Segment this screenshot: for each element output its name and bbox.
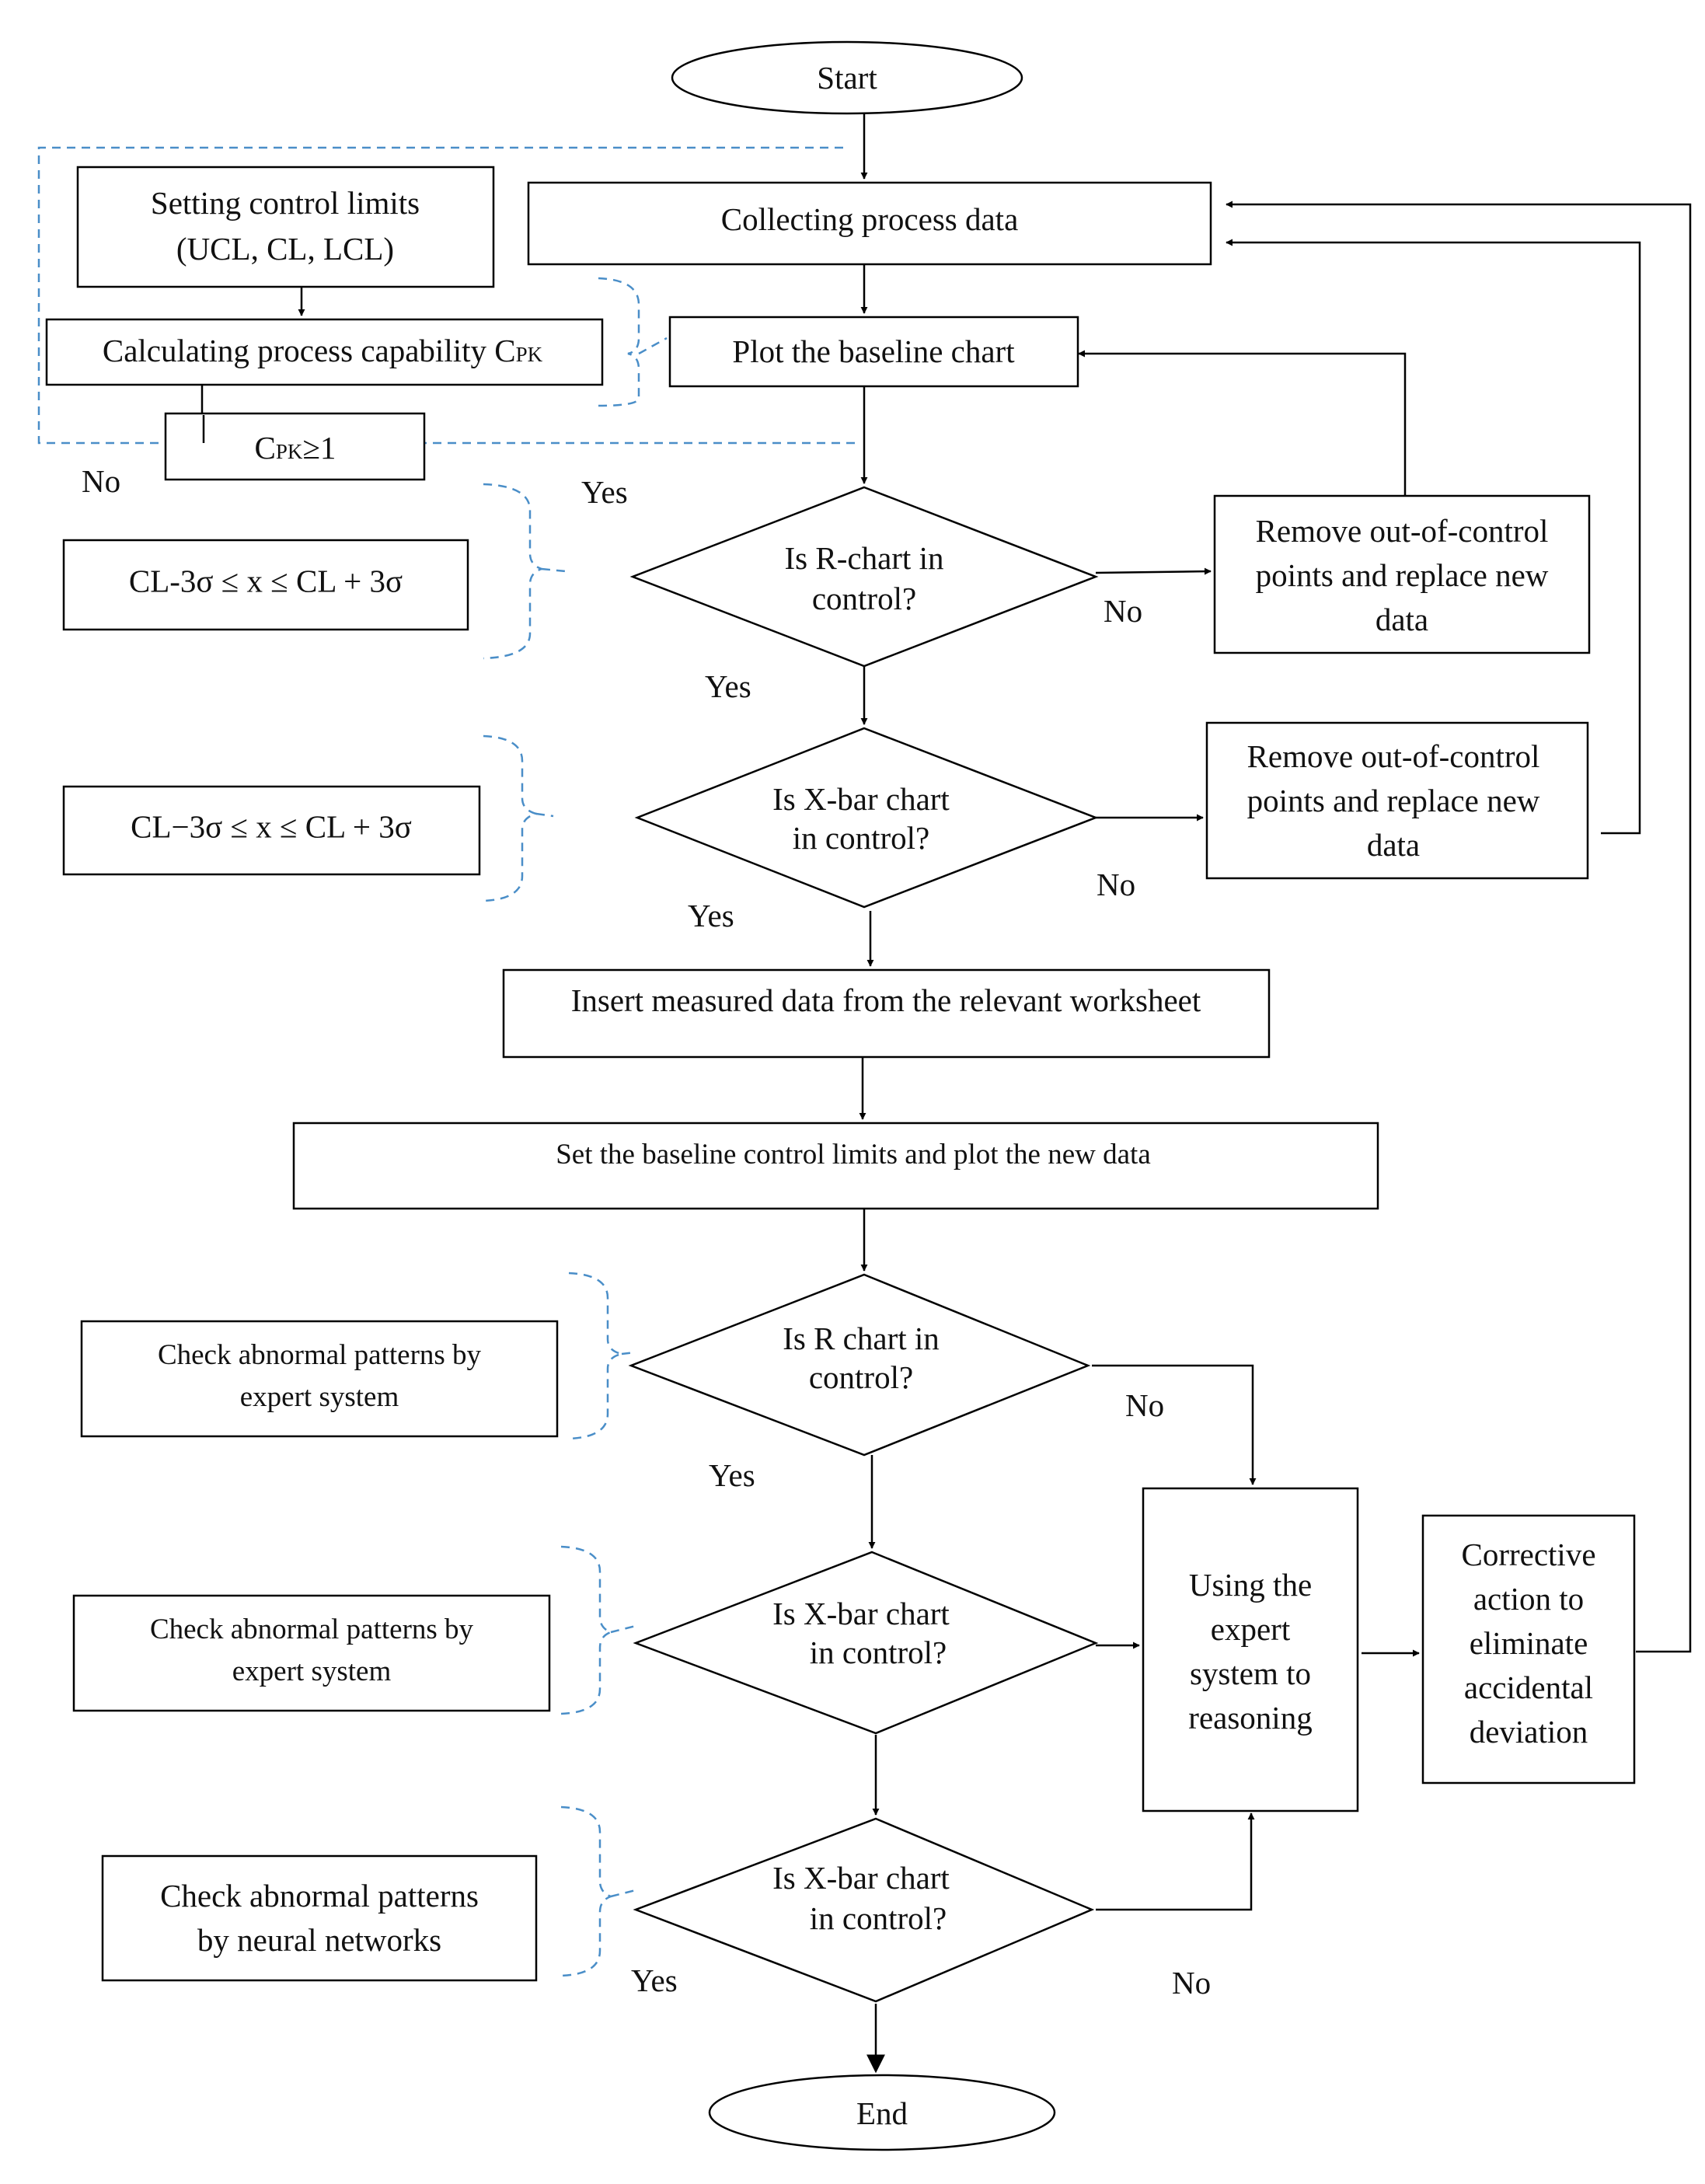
arrow-r1-no [1095,567,1212,575]
svg-text:points and replace new: points and replace new [1256,557,1549,593]
bracket-neural-tie [610,1889,636,1898]
end-terminal: End [708,2074,1056,2151]
expert-system-reasoning-box: Using the expert system to reasoning [1142,1487,1359,1812]
bracket-expert2 [560,1545,614,1715]
svg-text:Is R chart in: Is R chart in [783,1321,940,1356]
svg-text:CL-3σ ≤ x ≤ CL + 3σ: CL-3σ ≤ x ≤ CL + 3σ [129,563,403,598]
svg-text:CPK≥1: CPK≥1 [255,430,336,466]
svg-text:by neural networks: by neural networks [197,1922,441,1958]
start-terminal: Start [671,40,1023,115]
label-x1-yes: Yes [688,898,734,933]
bracket-expert2-tie [610,1624,636,1634]
svg-text:deviation: deviation [1470,1714,1588,1750]
svg-text:Setting control limits: Setting control limits [151,185,420,221]
svg-text:expert system: expert system [232,1655,392,1687]
neural-check-note: Check abnormal patterns by neural networ… [101,1854,538,1982]
svg-text:Check abnormal patterns: Check abnormal patterns [160,1878,479,1914]
decision-xbar-chart-1: Is X-bar chart in control? [634,727,1099,909]
svg-text:action to: action to [1473,1581,1584,1617]
svg-text:Remove out-of-control: Remove out-of-control [1256,513,1549,549]
svg-text:Check abnormal patterns by: Check abnormal patterns by [150,1614,474,1645]
svg-text:Insert measured data from the: Insert measured data from the relevant w… [571,982,1201,1018]
capability-dashed-region [37,146,855,445]
control-limit-note-1: CL-3σ ≤ x ≤ CL + 3σ [62,539,469,631]
arrow-r2-no [1092,1364,1257,1485]
svg-text:Is X-bar chart: Is X-bar chart [772,781,950,817]
svg-text:Corrective: Corrective [1461,1537,1595,1572]
expert-check-note-2: Check abnormal patterns by expert system [72,1594,551,1712]
expert-check-note-1: Check abnormal patterns by expert system [80,1320,559,1438]
svg-text:expert: expert [1211,1611,1291,1647]
svg-text:Set the baseline control limit: Set the baseline control limits and plot… [556,1139,1151,1170]
bracket-limit1 [483,483,545,660]
insert-measured-data-box: Insert measured data from the relevant w… [502,968,1271,1059]
svg-text:Plot the baseline chart: Plot the baseline chart [732,333,1015,369]
label-r1-yes: Yes [705,668,751,704]
remove-points-box-1: Remove out-of-control points and replace… [1213,494,1591,654]
svg-text:Collecting process data: Collecting process data [721,201,1019,237]
svg-text:Remove out-of-control: Remove out-of-control [1247,738,1540,774]
bracket-expert1-tie [621,1351,636,1355]
label-r2-no: No [1125,1387,1164,1423]
svg-text:End: End [856,2095,908,2131]
svg-text:Start: Start [817,60,877,96]
decision-xbar-chart-2: Is X-bar chart in control? [633,1551,1099,1735]
label-r2-yes: Yes [709,1457,755,1493]
svg-text:data: data [1367,827,1420,863]
bracket-limit2-tie [535,812,554,818]
remove-points-box-2: Remove out-of-control points and replace… [1205,721,1589,880]
svg-text:Check abnormal patterns by: Check abnormal patterns by [158,1339,482,1371]
decision-r-chart-1: Is R-chart in control? [629,486,1099,668]
svg-text:system to: system to [1190,1655,1311,1691]
svg-text:in control?: in control? [810,1900,947,1936]
svg-text:expert system: expert system [240,1381,399,1413]
arrow-remove2-to-collect [1226,239,1641,835]
bracket-expert1 [568,1272,622,1440]
bracket-neural [560,1805,614,1977]
svg-text:Is X-bar chart: Is X-bar chart [772,1596,950,1631]
svg-text:Calculating process capability: Calculating process capability CPK [103,333,543,368]
svg-text:data: data [1376,602,1428,637]
label-cpk-no: No [82,463,120,499]
svg-text:control?: control? [812,581,916,616]
label-x1-no: No [1097,867,1135,902]
set-baseline-limits-box: Set the baseline control limits and plot… [292,1122,1379,1210]
calculating-cpk-box: Calculating process capability CPK [45,318,604,386]
svg-text:Is R-chart in: Is R-chart in [785,540,944,576]
svg-text:accidental: accidental [1464,1669,1593,1705]
bracket-limit2 [483,734,540,902]
svg-text:control?: control? [809,1359,913,1395]
cpk-check-box: CPK≥1 [164,412,426,481]
bracket-cpk-tie [638,337,668,355]
setting-control-limits-box: Setting control limits (UCL, CL, LCL) [76,166,495,288]
svg-text:CL−3σ ≤ x ≤ CL + 3σ: CL−3σ ≤ x ≤ CL + 3σ [131,808,412,844]
arrow-remove1-to-plot [1078,350,1407,496]
arrow-corrective-to-collect [1226,201,1692,1653]
svg-text:reasoning: reasoning [1188,1700,1312,1736]
svg-text:points and replace new: points and replace new [1247,783,1540,818]
arrow-x3-no [1096,1812,1255,1911]
decision-r-chart-2: Is R chart in control? [628,1273,1091,1457]
bracket-limit1-tie [541,567,567,573]
svg-text:eliminate: eliminate [1470,1625,1588,1661]
plot-baseline-chart-box: Plot the baseline chart [668,316,1079,388]
svg-text:Is X-bar chart: Is X-bar chart [772,1860,950,1896]
svg-text:(UCL, CL, LCL): (UCL, CL, LCL) [176,231,394,267]
svg-text:in control?: in control? [810,1635,947,1670]
svg-text:Using the: Using the [1189,1567,1312,1603]
bracket-cpk [598,277,640,407]
label-r1-no: No [1104,593,1142,629]
label-x3-no: No [1172,1965,1211,2001]
svg-text:in control?: in control? [793,820,929,856]
decision-xbar-chart-3: Is X-bar chart in control? [633,1817,1095,2003]
corrective-action-box: Corrective action to eliminate accidenta… [1421,1514,1636,1785]
control-limit-note-2: CL−3σ ≤ x ≤ CL + 3σ [62,785,481,876]
label-cpk-yes: Yes [581,474,628,510]
label-x3-yes: Yes [631,1962,678,1998]
collect-process-data-box: Collecting process data [527,181,1212,266]
